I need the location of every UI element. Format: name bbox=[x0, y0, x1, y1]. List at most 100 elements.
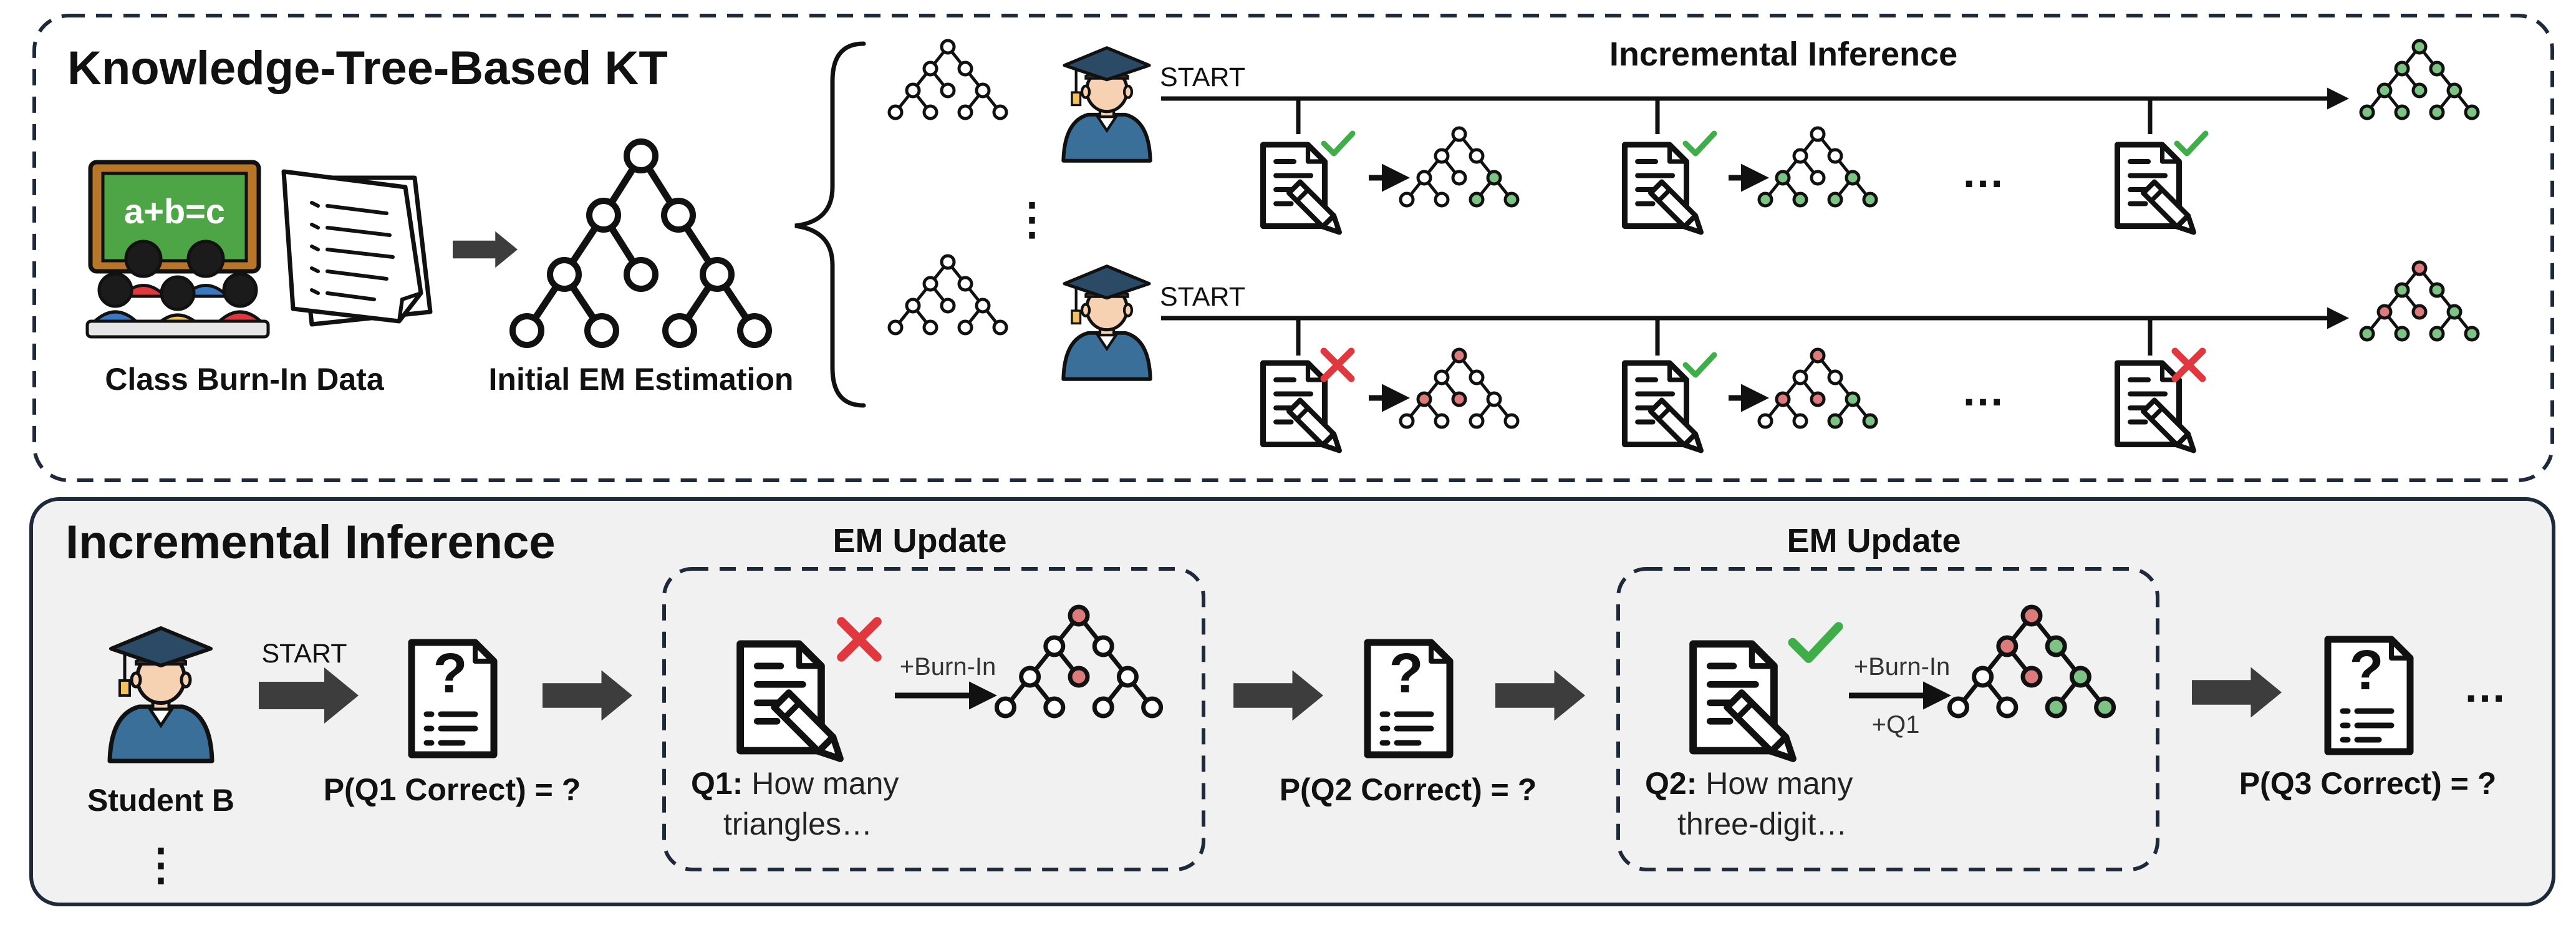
p-q3-label: P(Q3 Correct) = ? bbox=[2239, 766, 2497, 801]
student-ellipsis: ⋮ bbox=[139, 840, 183, 889]
row1-ellipsis: … bbox=[1961, 148, 2005, 196]
tree-node bbox=[1116, 666, 1139, 688]
tree-node bbox=[940, 82, 956, 99]
tree-node bbox=[992, 104, 1008, 120]
question-document-icon bbox=[2328, 639, 2410, 752]
tree-node bbox=[1068, 666, 1090, 688]
tree-node bbox=[1469, 369, 1485, 385]
tree-node bbox=[922, 61, 938, 77]
tree-node bbox=[1068, 604, 1090, 627]
class-burn-in-caption: Class Burn-In Data bbox=[105, 362, 385, 397]
tree-node bbox=[940, 39, 956, 55]
em-update-2-title: EM Update bbox=[1787, 522, 1961, 560]
tree-node bbox=[1810, 126, 1826, 142]
tree-node bbox=[2359, 104, 2375, 120]
tree-node bbox=[1503, 191, 1520, 208]
knowledge-tree-icon bbox=[1947, 604, 2116, 719]
tree-node bbox=[1451, 347, 1467, 364]
tree-node bbox=[1416, 170, 1432, 186]
tree-node bbox=[1862, 191, 1878, 208]
tree-node bbox=[994, 696, 1016, 719]
tree-node bbox=[1757, 413, 1773, 429]
tree-node bbox=[905, 82, 921, 99]
blackboard-text: a+b=c bbox=[124, 191, 225, 231]
knowledge-tree-icon bbox=[887, 254, 1008, 336]
tree-node bbox=[922, 276, 938, 292]
tree-node bbox=[1486, 391, 1502, 407]
q1-text-line1-span: How many bbox=[743, 766, 899, 801]
tree-node bbox=[2411, 260, 2428, 276]
tree-node bbox=[1972, 666, 1994, 688]
row1-start-label: START bbox=[1160, 62, 1245, 92]
curly-brace bbox=[794, 41, 866, 408]
tree-node bbox=[887, 104, 904, 120]
p-q1-label: P(Q1 Correct) = ? bbox=[324, 772, 581, 807]
tree-node bbox=[2429, 61, 2445, 77]
tree-node bbox=[1416, 391, 1432, 407]
tree-node bbox=[1451, 170, 1467, 186]
row1-header: Incremental Inference bbox=[1609, 36, 1957, 73]
tree-node bbox=[1845, 170, 1861, 186]
tree-node bbox=[992, 319, 1008, 336]
tree-node bbox=[1996, 696, 2019, 719]
tree-node bbox=[1434, 413, 1450, 429]
tree-node bbox=[1775, 391, 1791, 407]
top-panel-title: Knowledge-Tree-Based KT bbox=[67, 42, 668, 95]
tree-node bbox=[975, 82, 991, 99]
knowledge-tree-icon bbox=[1399, 347, 1520, 429]
tree-node bbox=[957, 319, 973, 336]
tree-node bbox=[1434, 148, 1450, 164]
tree-node bbox=[1469, 148, 1485, 164]
tree-node bbox=[1043, 696, 1066, 719]
tree-node bbox=[922, 104, 938, 120]
tree-node bbox=[2376, 82, 2393, 99]
classroom-icon: a+b=c bbox=[85, 160, 270, 339]
tree-node bbox=[1810, 170, 1826, 186]
question-document-icon bbox=[1368, 642, 1450, 755]
q1-text-line2: triangles… bbox=[723, 807, 872, 841]
tree-node bbox=[1862, 413, 1878, 429]
tree-node bbox=[1399, 413, 1415, 429]
tree-node bbox=[2429, 282, 2445, 298]
tree-node bbox=[2464, 104, 2480, 120]
p-q2-label: P(Q2 Correct) = ? bbox=[1280, 772, 1537, 807]
tree-node bbox=[887, 319, 904, 336]
tree-node bbox=[905, 298, 921, 314]
tree-node bbox=[1141, 696, 1164, 719]
em-update-1-title: EM Update bbox=[832, 522, 1006, 560]
tree-node bbox=[1434, 369, 1450, 385]
tree-node bbox=[2411, 39, 2428, 55]
tree-node bbox=[2069, 666, 2091, 688]
tree-node bbox=[922, 319, 938, 336]
tree-node bbox=[1486, 170, 1502, 186]
em-update-2-arrow-label-2: +Q1 bbox=[1872, 711, 1920, 739]
q2-text-line2: three-digit… bbox=[1677, 807, 1847, 841]
tree-node bbox=[1996, 635, 2019, 657]
tree-node bbox=[1827, 413, 1843, 429]
tree-node bbox=[2429, 326, 2445, 342]
tree-node bbox=[1451, 126, 1467, 142]
tree-node bbox=[1827, 148, 1843, 164]
tree-node bbox=[2394, 326, 2410, 342]
tree-node bbox=[1469, 191, 1485, 208]
tree-node bbox=[1775, 170, 1791, 186]
knowledge-tree-icon bbox=[1399, 126, 1520, 208]
tree-node bbox=[940, 254, 956, 270]
tree-node bbox=[1827, 191, 1843, 208]
rows-vertical-ellipsis: ⋮ bbox=[1010, 195, 1054, 243]
em-update-2-arrow-label-1: +Burn-In bbox=[1854, 653, 1951, 681]
tree-node bbox=[1469, 413, 1485, 429]
row2-ellipsis: … bbox=[1961, 366, 2005, 415]
em-update-1-arrow-label: +Burn-In bbox=[900, 653, 996, 681]
knowledge-tree-icon bbox=[1757, 126, 1878, 208]
tree-node bbox=[2394, 61, 2410, 77]
tree-node bbox=[1399, 191, 1415, 208]
tree-node bbox=[1827, 369, 1843, 385]
bottom-panel-title: Incremental Inference bbox=[65, 516, 556, 569]
tree-node bbox=[2020, 666, 2043, 688]
tree-node bbox=[1019, 666, 1041, 688]
tree-node bbox=[957, 276, 973, 292]
q2-text-line1-span: How many bbox=[1697, 766, 1853, 801]
knowledge-tree-icon bbox=[1757, 347, 1878, 429]
tree-node bbox=[2394, 104, 2410, 120]
